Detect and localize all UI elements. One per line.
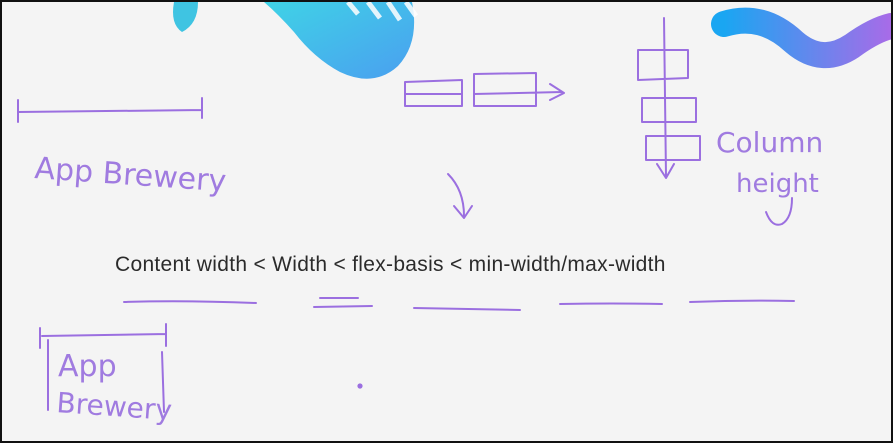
width-bracket-top — [17, 97, 203, 123]
width-bracket-bottom — [39, 323, 167, 413]
annotation-brewery: Brewery — [56, 386, 174, 427]
underline-flex-basis — [413, 307, 521, 311]
headline-text: Content width < Width < flex-basis < min… — [115, 253, 666, 276]
underline-width-2 — [313, 305, 373, 308]
teal-drop-shape — [173, 2, 198, 32]
handwritten-sketches — [17, 17, 795, 413]
underline-max-width — [689, 299, 795, 303]
annotation-column: Column — [716, 126, 823, 159]
down-arrow — [447, 173, 473, 219]
blob-stripes — [346, 2, 419, 22]
annotation-app: App — [58, 349, 117, 384]
gradient-wave-shape — [711, 7, 891, 69]
underline-content-width — [123, 300, 257, 304]
annotation-app-brewery-top: App Brewery — [33, 151, 227, 199]
underline-min-width — [559, 302, 663, 305]
teal-blob-shape — [264, 2, 415, 79]
height-underline — [765, 197, 793, 226]
annotation-height: height — [736, 169, 819, 199]
column-stack-sketch — [637, 17, 701, 179]
flex-row-sketch — [404, 72, 565, 107]
stray-dot — [357, 383, 363, 389]
